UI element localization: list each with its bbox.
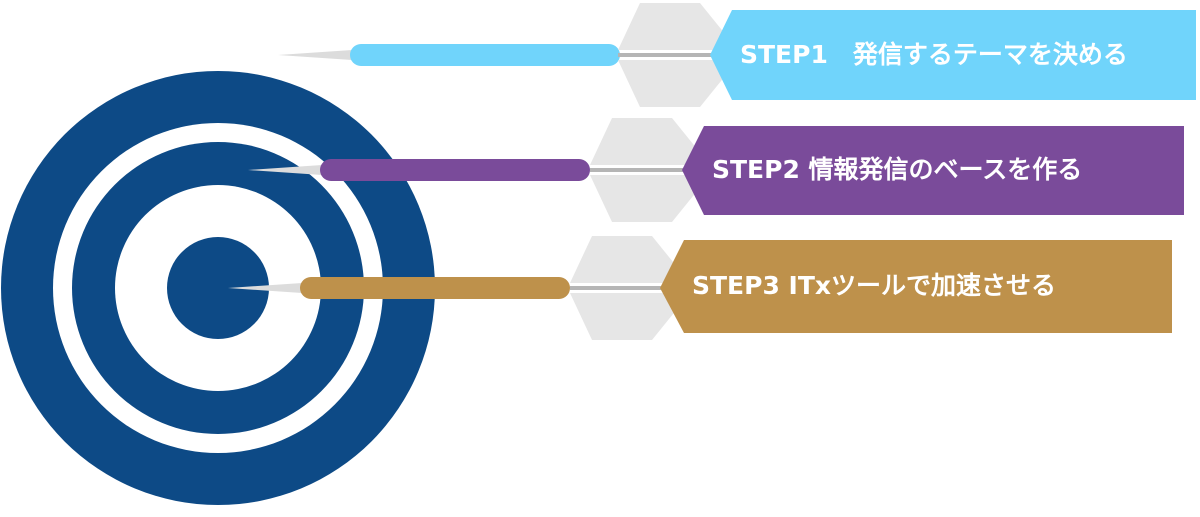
arrow-3-nock	[570, 286, 680, 290]
arrow-3-fletching-top	[570, 236, 690, 283]
arrow-2-fletching-top	[590, 118, 710, 165]
arrow-1-nock	[618, 53, 728, 57]
step-2-label: STEP2 情報発信のベースを作る	[712, 155, 1083, 184]
arrow-2-shaft	[320, 159, 590, 181]
arrow-1-tip	[278, 50, 352, 60]
arrow-3	[228, 236, 1172, 340]
arrow-2-tip	[248, 165, 322, 175]
arrow-3-shaft	[300, 277, 570, 299]
step-3-label: STEP3 ITxツールで加速させる	[692, 271, 1057, 300]
arrow-2-fletching-bottom	[590, 175, 710, 222]
arrow-1	[278, 3, 1196, 107]
arrow-1-fletching-bottom	[618, 60, 738, 107]
step-2-banner	[682, 126, 1184, 215]
step-3-banner	[660, 240, 1172, 333]
step-1-label: STEP1 発信するテーマを決める	[740, 40, 1128, 69]
arrow-3-fletching-bottom	[570, 293, 690, 340]
arrow-3-tip	[228, 283, 302, 293]
arrow-1-shaft	[350, 44, 620, 66]
arrow-1-fletching-top	[618, 3, 738, 50]
target-bullseye	[167, 237, 269, 339]
step-1-banner	[710, 10, 1196, 100]
arrow-2-nock	[590, 168, 700, 172]
arrow-2	[248, 118, 1184, 222]
